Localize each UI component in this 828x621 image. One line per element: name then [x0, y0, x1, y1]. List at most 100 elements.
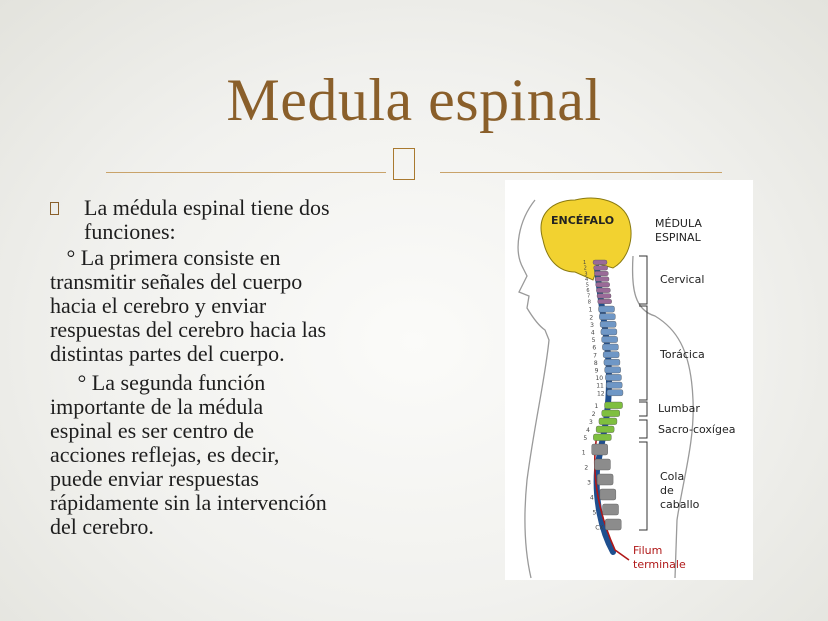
vertebrae-group — [591, 259, 624, 531]
lumbar-vertebra-number: 5 — [583, 435, 587, 442]
cord-label-2: ESPINAL — [655, 231, 702, 244]
sacral-vertebra-number: CX — [595, 525, 603, 532]
cervical-vertebra-number: 3 — [584, 271, 587, 277]
cervical-vertebra — [592, 259, 608, 265]
label-filum-1: Filum — [633, 544, 662, 557]
lumbar-vertebra-number: 2 — [592, 411, 596, 418]
bracket-thoracic — [639, 305, 648, 401]
lumbar-vertebra — [604, 401, 623, 409]
lumbar-vertebra-number: 3 — [589, 419, 593, 426]
p1-line: ° La primera consiste en — [50, 245, 281, 270]
sacral-vertebra-number: 3 — [587, 480, 591, 487]
label-cervical: Cervical — [660, 273, 704, 286]
thoracic-vertebra — [605, 374, 622, 381]
sacral-vertebra — [599, 488, 617, 501]
body-silhouette — [517, 199, 694, 579]
p2-line: espinal es ser centro de — [50, 418, 255, 443]
thoracic-vertebra-number: 7 — [593, 352, 597, 359]
thoracic-vertebra — [603, 358, 621, 366]
cervical-vertebra-number: 2 — [584, 266, 587, 272]
label-cola-2: de — [660, 484, 674, 497]
square-bullet-icon — [50, 202, 59, 215]
cervical-vertebra-number: 1 — [583, 260, 586, 266]
label-sacral: Sacro-coxígea — [658, 423, 735, 436]
title-divider-right — [440, 172, 722, 173]
lumbar-vertebra — [601, 409, 620, 417]
cervical-vertebra — [594, 270, 609, 276]
thoracic-vertebra-number: 4 — [591, 330, 595, 337]
bracket-cervical — [639, 255, 648, 305]
brain-label: ENCÉFALO — [551, 214, 614, 227]
bracket-sacral — [639, 419, 648, 439]
sacral-vertebra-number: 2 — [584, 465, 588, 472]
square-ornament-icon — [393, 148, 415, 180]
bullet-item: La médula espinal tiene dos funciones: — [50, 196, 410, 244]
p1-line: distintas partes del cuerpo. — [50, 341, 285, 366]
p1-line: transmitir señales del cuerpo — [50, 269, 303, 294]
p2-line: del cerebro. — [50, 514, 154, 539]
p2-line: rápidamente sin la intervención — [50, 490, 327, 515]
sacral-vertebra — [594, 458, 611, 471]
thoracic-vertebra — [606, 389, 624, 397]
bracket-lumbar — [639, 401, 648, 417]
thoracic-vertebra-number: 8 — [594, 360, 598, 367]
cervical-vertebra — [594, 276, 610, 282]
thoracic-vertebra-number: 9 — [595, 368, 599, 375]
title-divider-left — [106, 172, 386, 173]
thoracic-vertebra-number: 1 — [589, 307, 593, 314]
thoracic-vertebra — [600, 328, 618, 336]
cervical-vertebra-number: 5 — [586, 283, 589, 289]
bullet-line-2: funciones: — [84, 219, 176, 244]
thoracic-vertebra-number: 10 — [595, 375, 603, 382]
p2-line: puede enviar respuestas — [50, 466, 259, 491]
thoracic-vertebra-number: 3 — [590, 322, 594, 329]
sacral-vertebra — [602, 503, 619, 516]
thoracic-vertebra — [602, 351, 620, 359]
p2-line: importante de la médula — [50, 394, 264, 419]
sacral-vertebra — [591, 443, 608, 456]
lumbar-vertebra-number: 1 — [595, 403, 599, 410]
sacral-vertebra — [596, 473, 614, 486]
thoracic-vertebra — [598, 305, 615, 313]
thoracic-vertebra — [599, 313, 616, 321]
thoracic-vertebra-number: 2 — [589, 314, 593, 321]
thoracic-vertebra-number: 6 — [592, 345, 596, 352]
p2-line: ° La segunda función — [50, 370, 266, 395]
cervical-vertebra — [595, 282, 610, 288]
label-lumbar: Lumbar — [658, 402, 700, 415]
thoracic-vertebra-number: 11 — [596, 383, 604, 390]
sacral-vertebra-number: 5 — [593, 510, 597, 517]
label-thoracic: Torácica — [659, 348, 705, 361]
thoracic-vertebra — [605, 381, 623, 389]
label-cola-1: Cola — [660, 470, 684, 483]
cervical-vertebra — [597, 298, 612, 304]
p2-line: acciones reflejas, es decir, — [50, 442, 280, 467]
bracket-cauda — [639, 441, 648, 531]
lumbar-vertebra — [595, 425, 615, 433]
thoracic-vertebra-number: 12 — [597, 390, 605, 397]
paragraph-2: ° La segunda función importante de la mé… — [50, 371, 410, 539]
cord-label-1: MÉDULA — [655, 217, 702, 230]
cervical-vertebra-number: 6 — [586, 288, 589, 294]
cervical-vertebra-number: 7 — [587, 294, 590, 300]
slide-title: Medula espinal — [226, 67, 602, 133]
cervical-vertebra-number: 4 — [585, 277, 588, 283]
brain-shape — [540, 197, 632, 281]
cervical-vertebra-number: 8 — [588, 299, 591, 305]
thoracic-vertebra — [602, 343, 619, 351]
cervical-vertebra — [593, 265, 608, 271]
cervical-vertebra — [596, 293, 612, 299]
body-text: La médula espinal tiene dos funciones: °… — [50, 196, 410, 539]
bullet-line-1: La médula espinal tiene dos — [84, 195, 330, 220]
p1-line: hacia el cerebro y enviar — [50, 293, 267, 318]
thoracic-vertebra — [599, 320, 617, 328]
lumbar-vertebra-number: 4 — [586, 427, 590, 434]
label-filum-2: terminale — [633, 558, 686, 571]
sacral-vertebra-number: 1 — [582, 450, 586, 457]
thoracic-vertebra-number: 5 — [592, 337, 596, 344]
thoracic-vertebra — [604, 366, 621, 374]
lumbar-vertebra — [593, 433, 612, 441]
p1-line: respuestas del cerebro hacia las — [50, 317, 327, 342]
sacral-vertebra-number: 4 — [590, 495, 594, 502]
